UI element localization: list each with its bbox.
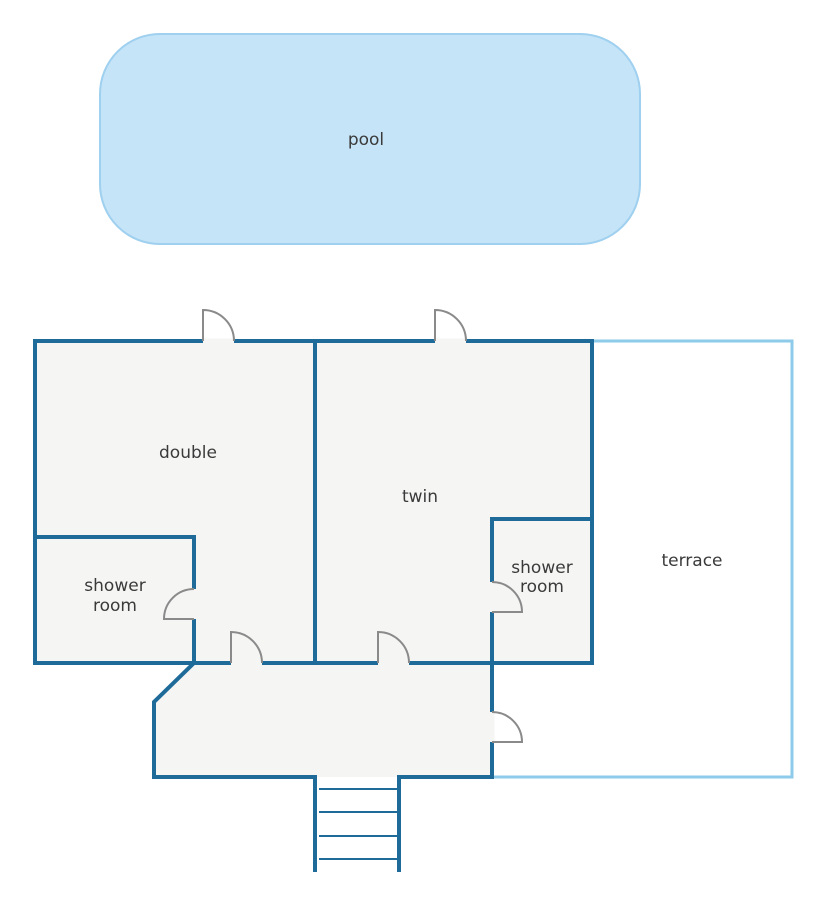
pool: pool	[99, 33, 641, 245]
twin-room-label: twin	[402, 487, 438, 507]
door-swing	[491, 581, 524, 613]
outer-wall	[33, 339, 594, 665]
hallway-floor	[154, 663, 492, 870]
left-shower-label-line2: room	[93, 596, 137, 616]
pool-label: pool	[348, 130, 384, 150]
room-labels: double twin shower room shower room	[84, 443, 572, 616]
pool-shape	[99, 33, 641, 245]
left-shower-label-line1: shower	[84, 576, 145, 596]
twin-room-floor	[315, 341, 592, 663]
left-shower-wall	[33, 535, 196, 665]
terrace-outline	[492, 339, 794, 779]
terrace: terrace	[492, 339, 794, 779]
door	[377, 630, 410, 666]
door-swing	[230, 630, 263, 664]
door-swing	[377, 630, 410, 664]
stairs-area	[317, 777, 397, 870]
door	[162, 588, 197, 620]
door-swing	[202, 308, 235, 342]
double-room-label: double	[159, 443, 217, 463]
doors	[162, 308, 524, 743]
terrace-label: terrace	[661, 551, 722, 571]
right-shower-label-line1: shower	[511, 558, 572, 578]
door	[489, 711, 524, 743]
door-swing	[162, 588, 195, 620]
right-shower-label-line2: room	[520, 577, 564, 597]
door	[489, 581, 524, 613]
door-swing	[491, 711, 524, 743]
door	[202, 308, 235, 344]
floors	[35, 341, 592, 870]
hallway-wall	[152, 660, 317, 872]
double-room-floor	[35, 341, 315, 663]
door	[230, 630, 263, 666]
door-swing	[434, 308, 467, 342]
door	[434, 308, 467, 344]
right-shower-wall	[490, 517, 594, 665]
stairs	[317, 777, 397, 870]
